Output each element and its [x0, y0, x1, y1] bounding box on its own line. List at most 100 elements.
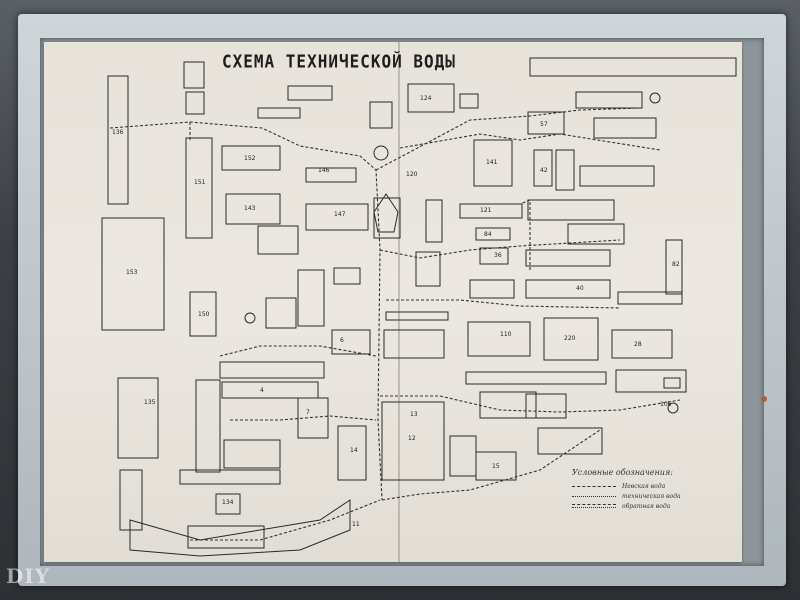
building-number: 6 — [340, 337, 344, 344]
building-outline — [407, 83, 455, 113]
pipe-line — [386, 299, 621, 309]
building-outline — [305, 203, 369, 231]
building-outline — [459, 203, 523, 219]
building-outline — [665, 239, 683, 295]
building-outline — [529, 57, 737, 77]
building-number: 220 — [564, 335, 576, 342]
building-number: 121 — [480, 207, 492, 214]
building-outline — [449, 435, 477, 477]
building-outline — [265, 297, 297, 329]
building-outline — [469, 279, 515, 299]
watermark: DIY — [6, 564, 50, 588]
building-outline — [333, 267, 361, 285]
building-number: 4 — [260, 387, 264, 394]
legend-item: техническая вода — [572, 491, 722, 501]
building-outline — [287, 85, 333, 101]
legend-line-double — [572, 504, 616, 508]
building-outline — [575, 91, 643, 109]
map-sheet — [44, 42, 742, 562]
building-number: 84 — [484, 231, 492, 238]
tank-circle — [373, 145, 389, 161]
building-outline — [331, 329, 371, 355]
building-outline — [185, 137, 213, 239]
building-outline — [183, 61, 205, 89]
frame-screw — [761, 396, 767, 402]
building-outline — [297, 397, 329, 439]
building-number: 42 — [540, 167, 548, 174]
building-outline — [223, 439, 281, 469]
building-number: 136 — [112, 129, 124, 136]
building-outline — [593, 117, 657, 139]
building-outline — [465, 371, 607, 385]
tank-circle — [667, 402, 679, 414]
building-outline — [611, 329, 673, 359]
building-outline — [537, 427, 603, 455]
legend-title: Условные обозначения: — [572, 468, 673, 477]
building-outline — [219, 361, 325, 379]
building-outline — [337, 425, 367, 481]
building-outline — [663, 377, 681, 389]
pipe-line — [230, 415, 377, 421]
building-outline — [305, 167, 357, 183]
building-outline — [381, 401, 445, 481]
building-outline — [527, 199, 615, 221]
building-outline — [257, 107, 301, 119]
pipe-line — [109, 121, 383, 501]
building-outline — [617, 291, 683, 305]
building-outline — [567, 223, 625, 245]
building-outline — [129, 499, 351, 557]
building-number: 7 — [306, 409, 310, 416]
building-number: 28 — [634, 341, 642, 348]
building-number: 36 — [494, 252, 502, 259]
building-outline — [543, 317, 599, 361]
legend-line-dotted — [572, 495, 616, 497]
building-outline — [479, 391, 537, 419]
building-outline — [221, 381, 319, 399]
building-outline — [185, 91, 205, 115]
building-number: 150 — [198, 311, 210, 318]
building-number: 11 — [352, 521, 360, 528]
building-number: 13 — [410, 411, 418, 418]
tank-circle — [244, 312, 256, 324]
legend-line-dashed — [572, 485, 616, 487]
legend-label: техническая вода — [622, 492, 681, 500]
building-number: 110 — [500, 331, 512, 338]
building-outline — [119, 469, 143, 531]
building-outline — [415, 251, 441, 287]
building-number: 143 — [244, 205, 256, 212]
building-outline — [195, 379, 221, 473]
building-number: 124 — [420, 95, 432, 102]
building-number: 151 — [194, 179, 206, 186]
building-outline — [225, 193, 281, 225]
legend-item: обратная вода — [572, 501, 722, 511]
sheet-fold-line — [398, 42, 400, 562]
building-outline — [179, 469, 281, 485]
building-outline — [473, 139, 513, 187]
pipe-line — [399, 133, 661, 151]
pipe-line — [190, 499, 381, 541]
pipe-line — [519, 199, 531, 270]
building-outline — [525, 279, 611, 299]
building-outline — [373, 193, 399, 233]
building-outline — [467, 321, 531, 357]
pipe-line — [381, 429, 601, 501]
legend-item: Невская вода — [572, 481, 722, 491]
building-outline — [101, 217, 165, 331]
building-outline — [373, 197, 401, 239]
map-title: СХЕМА ТЕХНИЧЕСКОЙ ВОДЫ — [222, 51, 456, 72]
building-outline — [615, 369, 687, 393]
building-number: 135 — [144, 399, 156, 406]
building-outline — [459, 93, 479, 109]
building-number: 153 — [126, 269, 138, 276]
building-outline — [117, 377, 159, 459]
building-outline — [385, 311, 449, 321]
building-number: 15 — [492, 463, 500, 470]
building-outline — [221, 145, 281, 171]
building-outline — [533, 149, 553, 187]
building-outline — [107, 75, 129, 205]
pipe-line — [380, 395, 681, 413]
building-outline — [189, 291, 217, 337]
building-number: 134 — [222, 499, 234, 506]
building-outline — [297, 269, 325, 327]
building-outline — [257, 225, 299, 255]
